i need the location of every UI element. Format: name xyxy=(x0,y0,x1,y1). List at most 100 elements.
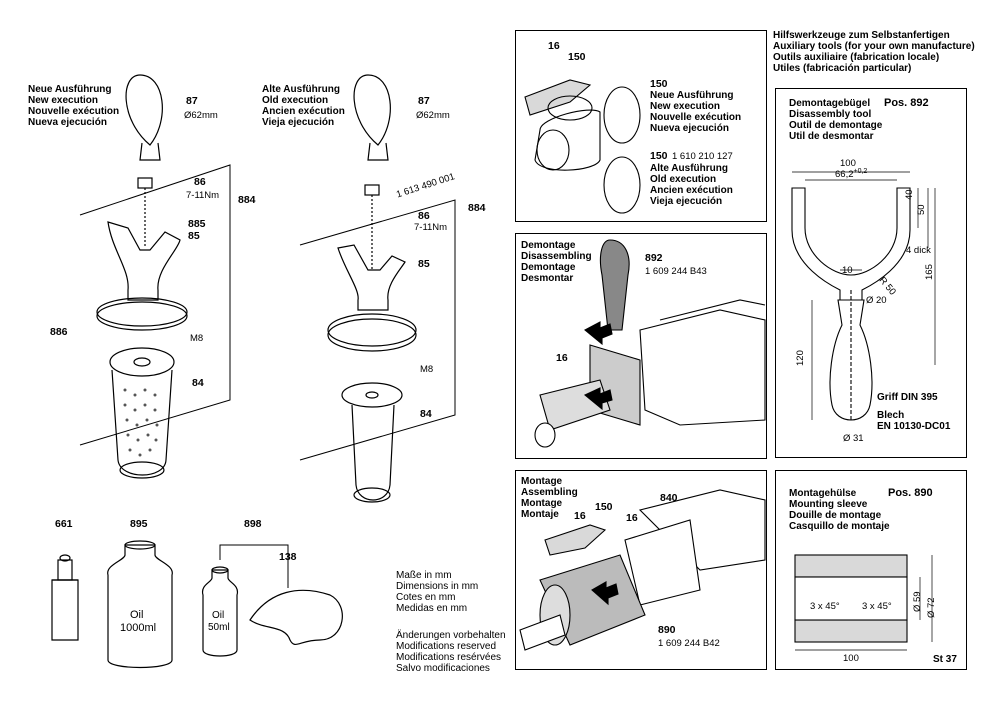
text-line: Nouvelle exécution xyxy=(650,112,742,123)
dim-66: 66,2+0,2 xyxy=(835,168,867,180)
hammer-body xyxy=(639,309,766,426)
text-line: Montaje xyxy=(521,509,559,520)
heading-es: Nueva ejecución xyxy=(28,117,107,128)
part-890-label: 890 xyxy=(658,624,676,636)
sleeve-ring xyxy=(547,95,593,121)
text-line: Casquillo de montaje xyxy=(789,521,890,532)
dim-d72: Ø 72 xyxy=(926,597,937,618)
pos-890-label: Pos. 890 xyxy=(888,487,933,499)
tool-holder-840 xyxy=(624,519,701,606)
depth-disc-old xyxy=(327,313,417,347)
text-line: Outil de demontage xyxy=(789,120,883,131)
text-line: Montage xyxy=(521,498,563,509)
heading-es: Vieja ejecución xyxy=(262,117,335,128)
o-ring-150-old xyxy=(603,156,641,214)
part-884-label: 884 xyxy=(468,202,486,214)
text-line: Ancien exécution xyxy=(650,185,733,196)
note-line: Änderungen vorbehalten xyxy=(396,630,506,641)
part-898-label: 898 xyxy=(244,518,262,530)
text-line: Auxiliary tools (for your own manufactur… xyxy=(773,41,975,52)
heading-de: Alte Ausführung xyxy=(262,84,340,95)
note-line: Modifications reserved xyxy=(396,641,497,652)
part-885-label: 885 xyxy=(188,218,206,230)
text-line: Alte Ausführung xyxy=(650,163,728,174)
assembly-panel xyxy=(515,470,767,670)
text-line: Demontage xyxy=(521,240,576,251)
dim-165: 165 xyxy=(924,264,935,280)
dim-100: 100 xyxy=(843,653,859,664)
text-line: Util de desmontar xyxy=(789,131,874,142)
part-150-new-label: 150 xyxy=(650,78,668,90)
text-line: Disassembling xyxy=(521,251,592,262)
dim-50: 50 xyxy=(916,204,927,215)
thread-m8-label: M8 xyxy=(190,333,204,344)
arrow-icon xyxy=(591,581,619,606)
seal-ring-16-assembly xyxy=(544,524,607,556)
nut-m8-new xyxy=(109,347,175,377)
text-line: Mounting sleeve xyxy=(789,499,868,510)
part-661-label: 661 xyxy=(55,518,73,530)
bottle-895-text-oil: Oil xyxy=(130,609,144,621)
text-line: Montage xyxy=(521,476,563,487)
dim-d31: Ø 31 xyxy=(843,433,864,444)
part-number-label: 1 609 244 B43 xyxy=(645,266,707,277)
handle-shell-85-old xyxy=(337,244,406,311)
oil-bottle-898 xyxy=(201,569,239,657)
arrow-icon xyxy=(583,387,613,411)
text-line: Nueva ejecución xyxy=(650,123,729,134)
chamfer-right: 3 x 45° xyxy=(862,601,892,612)
part-150-old-label: 150 xyxy=(650,150,668,162)
text-line: Disassembly tool xyxy=(789,109,872,120)
note-line: Medidas en mm xyxy=(396,603,468,614)
bottle-898-text-oil: Oil xyxy=(212,610,225,621)
part-87-label: 87 xyxy=(186,95,198,107)
bottle-895-text-volume: 1000ml xyxy=(120,622,157,634)
disassembly-bracket-profile xyxy=(791,187,911,301)
text-line: Demontagebügel xyxy=(789,98,871,109)
note-line: Cotes en mm xyxy=(396,592,456,603)
chamfer-left: 3 x 45° xyxy=(810,601,840,612)
note-line: Dimensions in mm xyxy=(396,581,479,592)
heading-de: Neue Ausführung xyxy=(28,84,112,95)
nut-m8-old xyxy=(341,382,403,408)
tool-890-panel xyxy=(775,470,967,670)
dim-40: 40 xyxy=(904,189,915,200)
bolt-head-86-old xyxy=(364,184,380,196)
part-884-label: 884 xyxy=(238,194,256,206)
depth-disc-886-new xyxy=(96,297,188,327)
strap-87-new xyxy=(125,74,163,146)
torque-label: 7-11Nm xyxy=(186,190,220,201)
part-84-label: 84 xyxy=(420,408,432,420)
note-line: Maße in mm xyxy=(396,570,452,581)
heading-fr: Nouvelle exécution xyxy=(28,106,120,117)
part-number-label: 1 610 210 127 xyxy=(672,151,733,162)
material-label: St 37 xyxy=(933,654,957,665)
disassembly-panel xyxy=(515,233,767,459)
text-line: Old execution xyxy=(650,174,717,185)
text-line: Neue Ausführung xyxy=(650,90,734,101)
text-line: Utiles (fabricación particular) xyxy=(773,63,912,74)
heading-en: New execution xyxy=(28,95,99,106)
dim-d20: Ø 20 xyxy=(866,295,887,306)
text-line: Vieja ejecución xyxy=(650,196,723,207)
part-16-label: 16 xyxy=(574,510,586,522)
dim-tolerance: +0,2 xyxy=(853,168,868,175)
text-line: Assembling xyxy=(521,487,578,498)
grip-84-new xyxy=(111,369,173,476)
bottle-898-text-volume: 50ml xyxy=(208,622,230,633)
part-840-label: 840 xyxy=(660,492,678,504)
dim-value: 66,2 xyxy=(835,169,854,181)
strap-87-old xyxy=(353,74,391,146)
thread-m8-label: M8 xyxy=(420,364,434,375)
text-line: Hilfswerkzeuge zum Selbstanfertigen xyxy=(773,30,950,41)
arrow-icon xyxy=(584,321,613,346)
dim-thickness: 4 dick xyxy=(906,245,931,256)
dim-10: 10 xyxy=(842,265,853,276)
text-line: Desmontar xyxy=(521,273,574,284)
cloth-138 xyxy=(249,589,343,645)
text-line: New execution xyxy=(650,101,721,112)
seal-panel xyxy=(515,30,767,222)
heading-en: Old execution xyxy=(262,95,329,106)
note-line: Salvo modificaciones xyxy=(396,663,490,674)
